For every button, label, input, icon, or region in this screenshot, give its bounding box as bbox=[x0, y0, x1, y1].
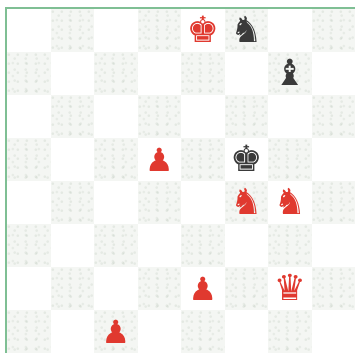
square-h4[interactable] bbox=[312, 181, 356, 224]
dark-king-icon[interactable]: ♚ bbox=[230, 142, 262, 178]
red-pawn-icon[interactable]: ♟ bbox=[188, 273, 217, 305]
square-a8[interactable] bbox=[7, 9, 51, 52]
square-g7[interactable]: ♝ bbox=[268, 52, 312, 95]
square-f1[interactable] bbox=[225, 310, 269, 353]
square-a7[interactable] bbox=[7, 52, 51, 95]
square-d5[interactable]: ♟ bbox=[138, 138, 182, 181]
square-b8[interactable] bbox=[51, 9, 95, 52]
square-h1[interactable] bbox=[312, 310, 356, 353]
square-d8[interactable] bbox=[138, 9, 182, 52]
square-a1[interactable] bbox=[7, 310, 51, 353]
square-a2[interactable] bbox=[7, 267, 51, 310]
square-e8[interactable]: ♚ bbox=[181, 9, 225, 52]
red-pawn-icon[interactable]: ♟ bbox=[101, 316, 130, 348]
red-king-icon[interactable]: ♚ bbox=[187, 13, 219, 49]
square-f2[interactable] bbox=[225, 267, 269, 310]
square-f8[interactable]: ♞ bbox=[225, 9, 269, 52]
square-d2[interactable] bbox=[138, 267, 182, 310]
square-h7[interactable] bbox=[312, 52, 356, 95]
square-g2[interactable]: ♛ bbox=[268, 267, 312, 310]
square-b1[interactable] bbox=[51, 310, 95, 353]
square-h6[interactable] bbox=[312, 95, 356, 138]
square-b7[interactable] bbox=[51, 52, 95, 95]
square-c7[interactable] bbox=[94, 52, 138, 95]
square-a6[interactable] bbox=[7, 95, 51, 138]
red-knight-icon[interactable]: ♞ bbox=[274, 185, 306, 221]
square-f6[interactable] bbox=[225, 95, 269, 138]
square-h3[interactable] bbox=[312, 224, 356, 267]
square-b3[interactable] bbox=[51, 224, 95, 267]
chess-board: ♚ ♞ ♝ ♟ ♚ ♞ ♞ ♟ ♛ ♟ bbox=[5, 7, 355, 353]
dark-knight-icon[interactable]: ♞ bbox=[230, 13, 262, 49]
square-d6[interactable] bbox=[138, 95, 182, 138]
square-d7[interactable] bbox=[138, 52, 182, 95]
square-e3[interactable] bbox=[181, 224, 225, 267]
square-c3[interactable] bbox=[94, 224, 138, 267]
square-c8[interactable] bbox=[94, 9, 138, 52]
red-knight-icon[interactable]: ♞ bbox=[230, 185, 262, 221]
square-e7[interactable] bbox=[181, 52, 225, 95]
square-b6[interactable] bbox=[51, 95, 95, 138]
square-a3[interactable] bbox=[7, 224, 51, 267]
square-f3[interactable] bbox=[225, 224, 269, 267]
square-g3[interactable] bbox=[268, 224, 312, 267]
square-g1[interactable] bbox=[268, 310, 312, 353]
square-g8[interactable] bbox=[268, 9, 312, 52]
square-c1[interactable]: ♟ bbox=[94, 310, 138, 353]
square-c6[interactable] bbox=[94, 95, 138, 138]
square-a5[interactable] bbox=[7, 138, 51, 181]
square-b4[interactable] bbox=[51, 181, 95, 224]
dark-bishop-icon[interactable]: ♝ bbox=[274, 56, 306, 92]
square-g5[interactable] bbox=[268, 138, 312, 181]
red-pawn-icon[interactable]: ♟ bbox=[145, 144, 174, 176]
square-f4[interactable]: ♞ bbox=[225, 181, 269, 224]
square-a4[interactable] bbox=[7, 181, 51, 224]
square-c2[interactable] bbox=[94, 267, 138, 310]
square-h5[interactable] bbox=[312, 138, 356, 181]
square-d4[interactable] bbox=[138, 181, 182, 224]
square-e6[interactable] bbox=[181, 95, 225, 138]
square-b2[interactable] bbox=[51, 267, 95, 310]
square-e2[interactable]: ♟ bbox=[181, 267, 225, 310]
square-e5[interactable] bbox=[181, 138, 225, 181]
square-d3[interactable] bbox=[138, 224, 182, 267]
square-f7[interactable] bbox=[225, 52, 269, 95]
square-b5[interactable] bbox=[51, 138, 95, 181]
square-g4[interactable]: ♞ bbox=[268, 181, 312, 224]
square-e4[interactable] bbox=[181, 181, 225, 224]
square-h2[interactable] bbox=[312, 267, 356, 310]
square-c4[interactable] bbox=[94, 181, 138, 224]
square-e1[interactable] bbox=[181, 310, 225, 353]
square-d1[interactable] bbox=[138, 310, 182, 353]
square-c5[interactable] bbox=[94, 138, 138, 181]
square-f5[interactable]: ♚ bbox=[225, 138, 269, 181]
red-queen-icon[interactable]: ♛ bbox=[274, 271, 306, 307]
square-h8[interactable] bbox=[312, 9, 356, 52]
square-g6[interactable] bbox=[268, 95, 312, 138]
